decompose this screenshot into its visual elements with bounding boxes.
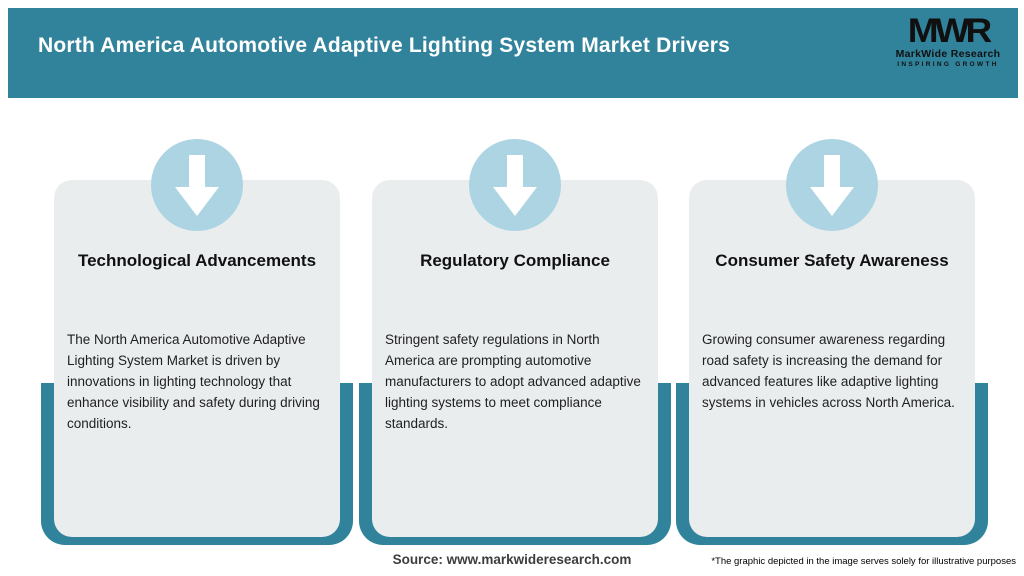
driver-column-consumer-safety-awareness: Consumer Safety Awareness Growing consum… xyxy=(676,0,988,576)
header-band: North America Automotive Adaptive Lighti… xyxy=(8,8,1018,98)
logo-name: MarkWide Research xyxy=(895,48,1001,60)
card-title: Technological Advancements xyxy=(77,251,317,270)
driver-card xyxy=(689,180,975,537)
card-title: Regulatory Compliance xyxy=(420,251,610,270)
mwr-monogram-icon: MWR xyxy=(907,11,992,50)
card-body: Stringent safety regulations in North Am… xyxy=(385,332,641,431)
down-arrow-badge xyxy=(151,139,243,231)
markwide-research-logo: MWR MarkWide Research INSPIRING GROWTH xyxy=(888,12,1008,68)
down-arrow-badge xyxy=(469,139,561,231)
down-arrow-icon xyxy=(810,155,854,216)
down-arrow-icon xyxy=(175,155,219,216)
card-title: Consumer Safety Awareness xyxy=(715,251,949,270)
logo-tagline: INSPIRING GROWTH xyxy=(897,61,999,68)
page-title: North America Automotive Adaptive Lighti… xyxy=(38,34,730,57)
disclaimer-text: *The graphic depicted in the image serve… xyxy=(711,556,1016,567)
driver-card xyxy=(54,180,340,537)
driver-card xyxy=(372,180,658,537)
source-text: Source: www.markwideresearch.com xyxy=(392,552,632,567)
down-arrow-badge xyxy=(786,139,878,231)
driver-column-technological-advancements: Technological Advancements The North Ame… xyxy=(41,0,353,576)
card-body: The North America Automotive Adaptive Li… xyxy=(67,332,320,431)
down-arrow-icon xyxy=(493,155,537,216)
driver-column-regulatory-compliance: Regulatory Compliance Stringent safety r… xyxy=(359,0,671,576)
card-body: Growing consumer awareness regarding roa… xyxy=(702,332,955,410)
